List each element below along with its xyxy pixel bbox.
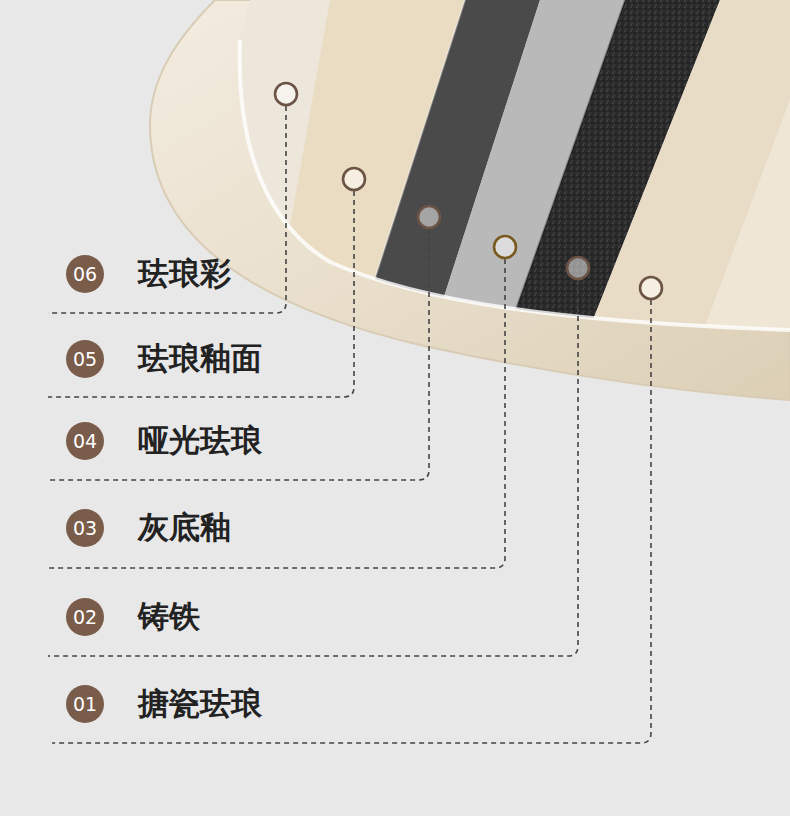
callout-number: 03 (66, 509, 104, 547)
glass-edge (240, 40, 790, 330)
layer-name: 灰底釉 (138, 509, 231, 546)
layer-name: 珐琅釉面 (138, 340, 262, 377)
callout-number-text: 04 (73, 430, 97, 452)
callout-number-text: 05 (73, 348, 97, 370)
leader-lines (48, 106, 651, 743)
callout-number-text: 03 (73, 517, 97, 539)
callout-number: 04 (66, 422, 104, 460)
callout-number: 05 (66, 340, 104, 378)
callout-number: 01 (66, 685, 104, 723)
callout-number: 06 (66, 255, 104, 293)
callout-ring (275, 83, 662, 299)
layer-cutaway (0, 0, 790, 400)
callout-number-text: 01 (73, 693, 97, 715)
callout-number-text: 06 (73, 263, 97, 285)
callout-number-text: 02 (73, 606, 97, 628)
layer-name: 搪瓷珐琅 (138, 685, 262, 722)
layer-name: 铸铁 (138, 598, 200, 635)
layer-name: 哑光珐琅 (138, 422, 262, 459)
callout-number: 02 (66, 598, 104, 636)
layer-name: 珐琅彩 (138, 255, 231, 292)
